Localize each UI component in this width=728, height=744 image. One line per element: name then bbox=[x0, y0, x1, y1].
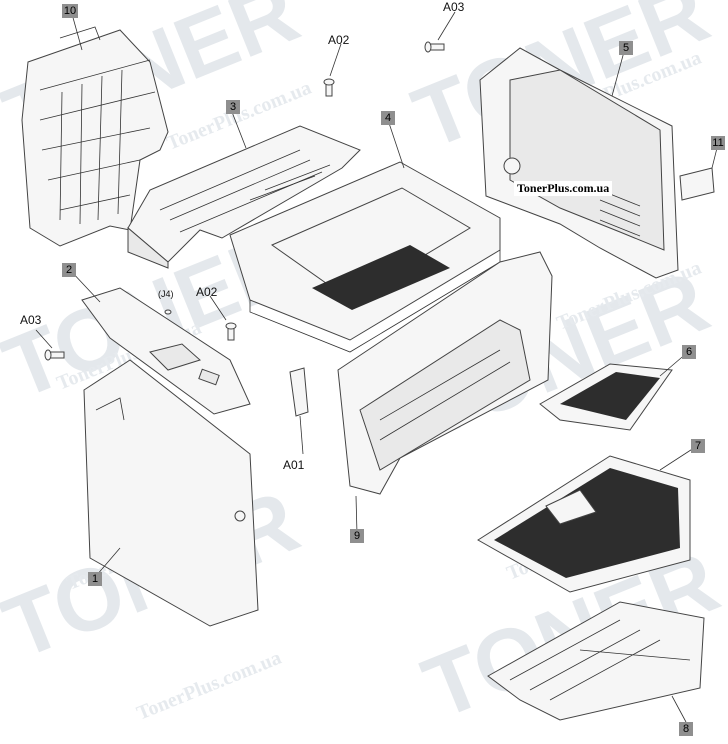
label-a01: A01 bbox=[283, 458, 305, 472]
part-a01-bracket bbox=[289, 367, 309, 417]
part-8-input-tray bbox=[487, 601, 705, 721]
site-stamp: TonerPlus.com.ua bbox=[514, 181, 613, 196]
callout-5: 5 bbox=[619, 41, 633, 55]
callout-11: 11 bbox=[711, 136, 725, 150]
callout-3: 3 bbox=[226, 100, 240, 114]
callout-1: 1 bbox=[88, 572, 102, 586]
connector-j4 bbox=[164, 309, 172, 315]
part-4-upper-frame bbox=[229, 161, 501, 353]
callout-2: 2 bbox=[62, 263, 76, 277]
callout-10: 10 bbox=[62, 4, 78, 18]
label-j4: (J4) bbox=[158, 289, 174, 299]
label-a02-top: A02 bbox=[328, 33, 350, 47]
part-2-control-panel bbox=[81, 287, 251, 415]
part-10-rear-door bbox=[21, 26, 169, 247]
label-a03-left: A03 bbox=[20, 313, 42, 327]
part-9-main-chassis bbox=[337, 251, 553, 495]
part-6-tray-extension bbox=[539, 363, 673, 431]
watermark-site-7: TonerPlus.com.ua bbox=[134, 647, 285, 725]
part-3-top-assembly bbox=[127, 125, 361, 269]
part-7-cassette-cover bbox=[477, 455, 691, 593]
callout-4: 4 bbox=[381, 111, 395, 125]
part-5-right-cover bbox=[479, 47, 679, 279]
part-1-left-cover bbox=[83, 359, 259, 627]
leader-lines bbox=[35, 11, 719, 723]
label-a02-mid: A02 bbox=[196, 285, 218, 299]
callout-8: 8 bbox=[679, 722, 693, 736]
callout-7: 7 bbox=[691, 439, 705, 453]
callout-6: 6 bbox=[682, 345, 696, 359]
label-a03-top: A03 bbox=[443, 0, 465, 14]
part-11-label bbox=[679, 167, 715, 201]
screws bbox=[44, 41, 445, 361]
callout-9: 9 bbox=[350, 529, 364, 543]
